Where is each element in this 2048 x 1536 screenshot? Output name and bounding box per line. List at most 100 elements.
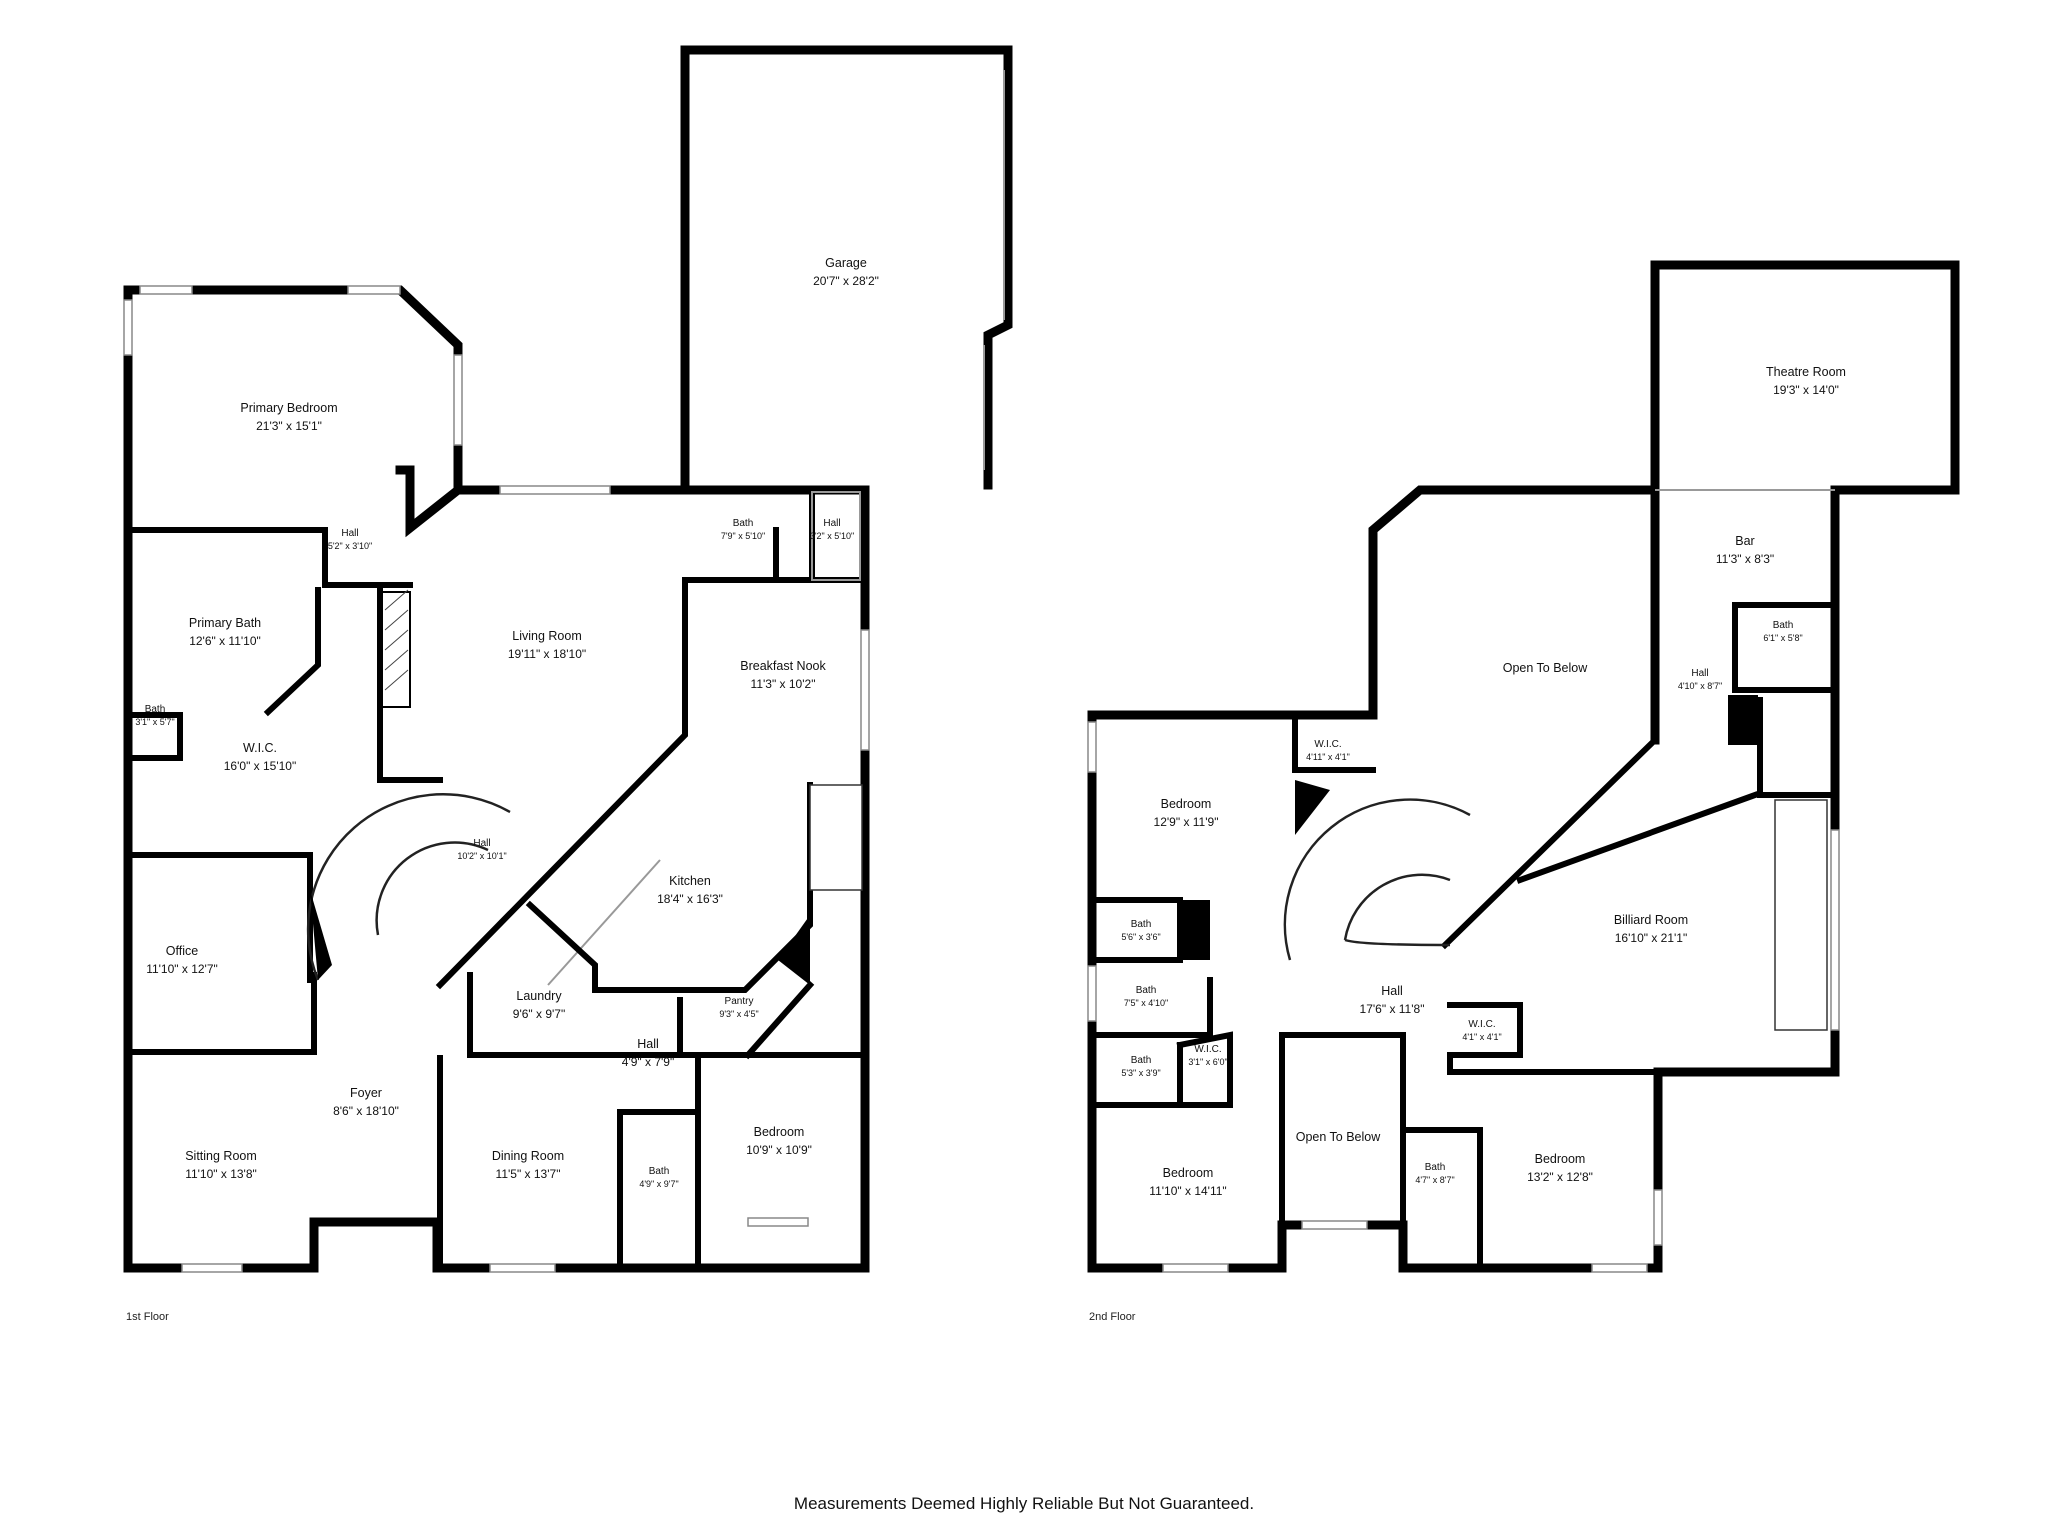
room-label: Foyer 8'6" x 18'10" [333,1086,399,1118]
second-floor-plan [1087,260,1960,1273]
room-label: Bath 7'9" x 5'10" [721,518,765,541]
spiral-staircase-1 [306,793,511,981]
room-name: Hall [473,838,490,849]
room-dimensions: 10'2" x 10'1" [457,851,506,861]
room-label: Hall 10'2" x 10'1" [457,838,506,861]
room-dimensions: 6'1" x 5'8" [1763,633,1802,643]
room-dimensions: 19'11" x 18'10" [508,647,586,661]
room-dimensions: 3'1" x 6'0" [1188,1057,1227,1067]
room-label: Office 11'10" x 12'7" [146,944,218,976]
room-dimensions: 11'10" x 12'7" [146,962,218,976]
room-label: Bath 3'1" x 5'7" [135,704,174,727]
room-name: Foyer [350,1086,382,1100]
room-name: Bath [1425,1162,1446,1173]
room-label: Bath 5'3" x 3'9" [1121,1055,1160,1078]
room-name: Billiard Room [1614,913,1688,927]
room-name: Sitting Room [185,1149,257,1163]
room-name: Garage [825,256,867,270]
room-name: Hall [1381,984,1403,998]
room-dimensions: 11'5" x 13'7" [496,1167,561,1181]
room-dimensions: 5'3" x 3'9" [1121,1068,1160,1078]
room-dimensions: 13'2" x 12'8" [1527,1170,1593,1184]
first-floor-plan [123,45,1013,1273]
room-name: Bath [1136,985,1157,996]
room-label: W.I.C.4'1" x 4'1" [1462,1019,1501,1042]
room-label: Bedroom 11'10" x 14'11" [1149,1166,1226,1198]
room-label: Living Room 19'11" x 18'10" [508,629,586,661]
room-label: Breakfast Nook 11'3" x 10'2" [740,659,826,691]
room-dimensions: 7'5" x 4'10" [1124,998,1168,1008]
room-dimensions: 5'6" x 3'6" [1121,932,1160,942]
room-name: Dining Room [492,1149,564,1163]
room-dimensions: 7'9" x 5'10" [721,531,765,541]
room-name: W.I.C. [1314,739,1341,750]
room-dimensions: 9'6" x 9'7" [513,1007,565,1021]
room-dimensions: 4'10" x 8'7" [1678,681,1722,691]
room-dimensions: 10'9" x 10'9" [746,1143,812,1157]
room-name: Office [166,944,198,958]
room-dimensions: 11'10" x 13'8" [185,1167,257,1181]
room-dimensions: 4'9" x 7'9" [622,1055,674,1069]
room-label: W.I.C.16'0" x 15'10" [224,741,297,773]
room-name: Bedroom [754,1125,805,1139]
room-label: Laundry 9'6" x 9'7" [513,989,565,1021]
room-name: Bedroom [1535,1152,1586,1166]
room-name: Open To Below [1503,661,1589,675]
room-dimensions: 5'2" x 3'10" [328,541,372,551]
room-label: Bath 4'9" x 9'7" [639,1166,678,1189]
room-label: W.I.C. 4'11" x 4'1" [1306,739,1350,762]
disclaimer-text: Measurements Deemed Highly Reliable But … [793,1494,1255,1513]
room-dimensions: 3'2" x 5'10" [810,531,854,541]
room-name: Bedroom [1163,1166,1214,1180]
room-dimensions: 21'3" x 15'1" [256,419,322,433]
room-label: Bath 5'6" x 3'6" [1121,919,1160,942]
room-name: Bath [145,704,166,715]
room-label: Bath 7'5" x 4'10" [1124,985,1168,1008]
room-dimensions: 11'10" x 14'11" [1149,1184,1226,1198]
room-label: W.I.C. 3'1" x 6'0" [1188,1044,1227,1067]
room-name: Bath [1131,919,1152,930]
room-dimensions: 8'6" x 18'10" [333,1104,399,1118]
room-dimensions: 3'1" x 5'7" [135,717,174,727]
room-name: Hall [341,528,358,539]
room-dimensions: 17'6" x 11'8" [1360,1002,1425,1016]
room-dimensions: 4'11" x 4'1" [1306,752,1350,762]
room-name: W.I.C. [1194,1044,1221,1055]
room-label: Hall 17'6" x 11'8" [1360,984,1425,1016]
room-name: Kitchen [669,874,711,888]
room-name: Breakfast Nook [740,659,826,673]
room-label: Open To Below [1503,661,1589,675]
spiral-staircase-2 [1283,798,1471,961]
room-dimensions: 16'0" x 15'10" [224,759,297,773]
room-name: Living Room [512,629,581,643]
room-name: Laundry [516,989,562,1003]
room-name: Bath [649,1166,670,1177]
room-dimensions: 19'3" x 14'0" [1773,383,1839,397]
room-label: Dining Room 11'5" x 13'7" [492,1149,564,1181]
room-dimensions: 9'3" x 4'5" [719,1009,758,1019]
room-dimensions: 4'1" x 4'1" [1462,1032,1501,1042]
room-name: Bath [1131,1055,1152,1066]
room-name: Bath [733,518,754,529]
room-name: Primary Bath [189,616,261,630]
room-dimensions: 11'3" x 10'2" [751,677,816,691]
room-label: Hall 5'2" x 3'10" [328,528,372,551]
room-name: Primary Bedroom [240,401,337,415]
floor-label-2nd: 2nd Floor [1089,1311,1136,1323]
room-dimensions: 4'9" x 9'7" [639,1179,678,1189]
room-label: Bedroom 13'2" x 12'8" [1527,1152,1593,1184]
room-dimensions: 11'3" x 8'3" [1716,552,1774,566]
floor-label-1st: 1st Floor [126,1311,169,1323]
room-name: Bar [1735,534,1754,548]
room-label: Bedroom 10'9" x 10'9" [746,1125,812,1157]
